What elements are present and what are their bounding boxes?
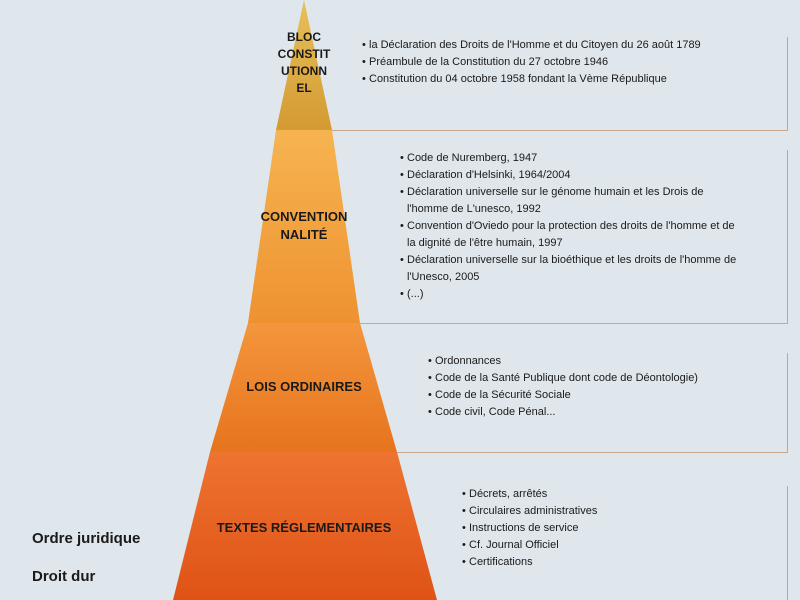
list-item: Déclaration universelle sur le génome hu… (400, 184, 745, 218)
tier-items-textes-reglementaires: Décrets, arrêtés Circulaires administrat… (462, 486, 788, 600)
list-item: Certifications (462, 554, 787, 571)
list-item: (...) (400, 286, 745, 303)
list-item: Instructions de service (462, 520, 787, 537)
list-item: Décrets, arrêtés (462, 486, 787, 503)
pyramid-tier-bloc-constitutionnel (276, 0, 332, 130)
list-item: Convention d'Oviedo pour la protection d… (400, 218, 745, 252)
list-item: Circulaires administratives (462, 503, 787, 520)
items-list-lois-ordinaires: Ordonnances Code de la Santé Publique do… (428, 353, 787, 421)
tier-items-bloc: la Déclaration des Droits de l'Homme et … (362, 37, 788, 130)
items-list-textes-reglementaires: Décrets, arrêtés Circulaires administrat… (462, 486, 787, 571)
list-item: Ordonnances (428, 353, 787, 370)
list-item: la Déclaration des Droits de l'Homme et … (362, 37, 787, 54)
divider (360, 323, 788, 324)
list-item: Code de la Santé Publique dont code de D… (428, 370, 787, 387)
list-item: Constitution du 04 octobre 1958 fondant … (362, 71, 787, 88)
tier-items-conventionnalite: Code de Nuremberg, 1947 Déclaration d'He… (400, 150, 788, 323)
side-label-droit-dur: Droit dur (32, 568, 96, 585)
side-label-ordre-juridique: Ordre juridique (32, 530, 141, 547)
tier-items-lois-ordinaires: Ordonnances Code de la Santé Publique do… (428, 353, 788, 452)
list-item: Déclaration universelle sur la bioéthiqu… (400, 252, 745, 286)
pyramid-tier-lois-ordinaires (210, 323, 397, 452)
list-item: Code de Nuremberg, 1947 (400, 150, 745, 167)
items-list-bloc: la Déclaration des Droits de l'Homme et … (362, 37, 787, 88)
list-item: Code civil, Code Pénal... (428, 404, 787, 421)
pyramid-tier-conventionnalite (248, 130, 360, 323)
list-item: Déclaration d'Helsinki, 1964/2004 (400, 167, 745, 184)
divider (397, 452, 788, 453)
tier-label-lois-ordinaires: LOIS ORDINAIRES (246, 379, 362, 394)
items-list-conventionnalite: Code de Nuremberg, 1947 Déclaration d'He… (400, 150, 745, 303)
tier-label-conventionnalite: CONVENTION NALITÉ (260, 209, 348, 242)
pyramid-tier-textes-reglementaires (173, 452, 437, 600)
tier-label-bloc: BLOC CONSTIT UTIONN EL (277, 30, 331, 95)
list-item: Code de la Sécurité Sociale (428, 387, 787, 404)
tier-label-textes-reglementaires: TEXTES RÉGLEMENTAIRES (216, 520, 392, 535)
list-item: Préambule de la Constitution du 27 octob… (362, 54, 787, 71)
list-item: Cf. Journal Officiel (462, 537, 787, 554)
divider (332, 130, 788, 131)
